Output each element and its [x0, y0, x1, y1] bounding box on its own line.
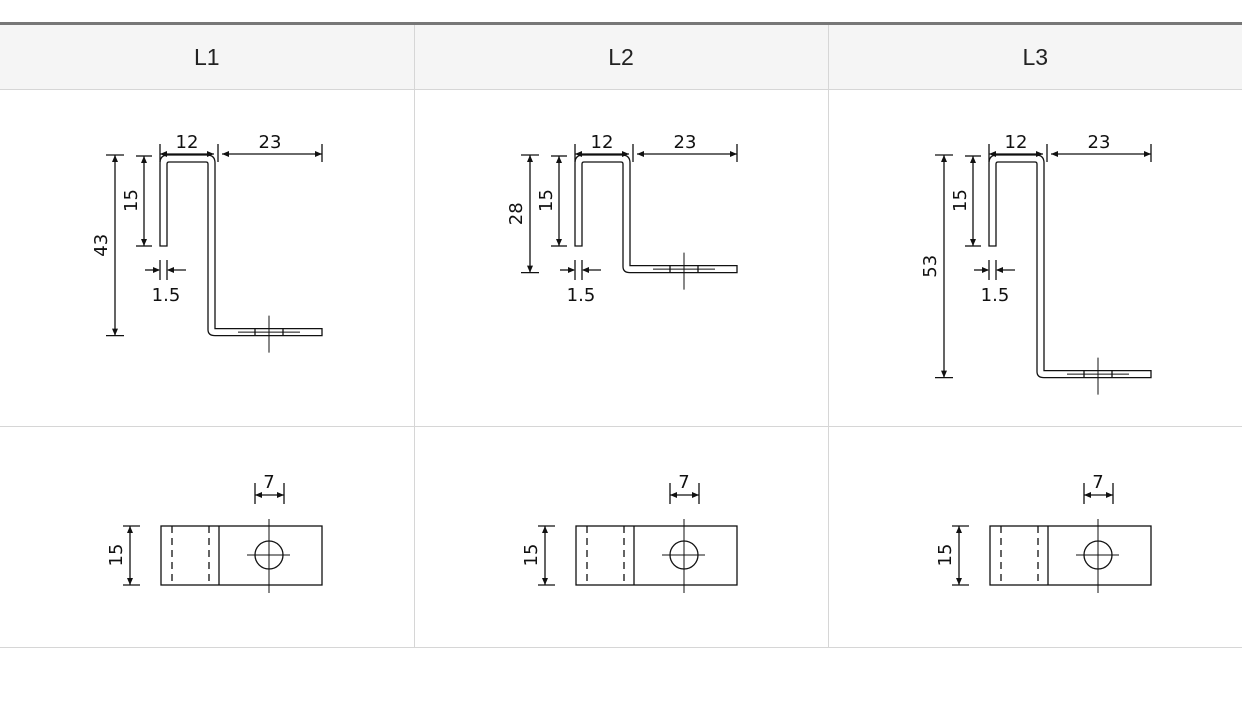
dim-thickness: 1.5: [152, 285, 181, 306]
side-view-diagram-l1: 12 23 15 43 1.5: [91, 132, 323, 353]
arrow: [940, 370, 947, 378]
dim-top-left: 12: [1004, 132, 1027, 153]
header-l1: L1: [0, 25, 414, 90]
arrow: [581, 267, 589, 273]
arrow: [555, 239, 562, 246]
header-l2: L2: [413, 25, 828, 90]
dim-top-right: 23: [673, 132, 696, 153]
dim-thickness: 1.5: [980, 285, 1009, 306]
top-view-diagram-l1: 7 15: [106, 472, 323, 593]
arrow: [621, 151, 629, 157]
header-row: L1 L2 L3: [0, 25, 1242, 90]
dim-top-left: 12: [590, 132, 613, 153]
top-cell-l1: 7 15: [0, 426, 414, 648]
arrow: [729, 151, 737, 157]
dim-total-height: 28: [506, 202, 527, 225]
arrow: [1143, 151, 1151, 157]
arrow: [955, 526, 962, 533]
dim-thickness: 1.5: [566, 285, 595, 306]
top-view-diagram-l3: 7 15: [935, 472, 1152, 593]
arrow: [112, 328, 118, 336]
arrow: [1035, 151, 1043, 157]
arrow: [541, 526, 548, 533]
arrow: [955, 578, 962, 585]
flange-outline: [988, 525, 1152, 586]
dim-top-left: 12: [176, 132, 199, 153]
flange-outline: [160, 525, 323, 586]
top-view-row: 7 15 7 15 7 15: [0, 426, 1242, 648]
dim-inner-height: 15: [950, 189, 971, 212]
flange-outline: [574, 525, 738, 586]
side-view-diagram-l3: 12 23 15 53 1.5: [920, 132, 1152, 395]
arrow: [995, 267, 1003, 273]
arrow: [141, 239, 147, 246]
side-view-row: 12 23 15 43 1.5 12 23 15 28 1.5 12 23: [0, 89, 1242, 427]
side-view-diagram-l2: 12 23 15 28 1.5: [506, 132, 738, 306]
arrow: [567, 267, 575, 273]
arrow: [988, 151, 996, 157]
arrow: [969, 156, 976, 163]
side-cell-l2: 12 23 15 28 1.5: [413, 89, 828, 427]
dim-width: 15: [521, 544, 542, 567]
arrow: [141, 156, 147, 163]
arrow: [981, 267, 989, 273]
arrow: [167, 267, 174, 273]
arrow: [153, 267, 160, 273]
bracket-profile: [987, 154, 1152, 379]
arrow: [574, 151, 582, 157]
arrow: [669, 492, 677, 498]
top-cell-l2: 7 15: [413, 426, 828, 648]
arrow: [255, 492, 262, 498]
arrow: [940, 155, 947, 162]
dim-hole: 7: [678, 472, 689, 493]
dim-width: 15: [106, 544, 127, 567]
arrow: [1050, 151, 1058, 157]
arrow: [112, 155, 118, 162]
dim-hole: 7: [263, 472, 274, 493]
arrow: [1083, 492, 1091, 498]
arrow: [1105, 492, 1113, 498]
dim-width: 15: [935, 544, 956, 567]
arrow: [969, 239, 976, 246]
dim-inner-height: 15: [536, 189, 557, 212]
bracket-profile: [159, 154, 323, 337]
arrow: [160, 151, 167, 157]
arrow: [127, 526, 133, 533]
arrow: [277, 492, 284, 498]
arrow: [541, 578, 548, 585]
dim-hole: 7: [1092, 472, 1103, 493]
dim-total-height: 53: [920, 255, 941, 278]
dim-total-height: 43: [91, 234, 112, 257]
arrow: [526, 265, 533, 273]
side-cell-l1: 12 23 15 43 1.5: [0, 89, 414, 427]
arrow: [526, 155, 533, 162]
arrow: [315, 151, 322, 157]
dim-top-right: 23: [259, 132, 282, 153]
arrow: [636, 151, 644, 157]
arrow: [127, 578, 133, 585]
dim-top-right: 23: [1087, 132, 1110, 153]
arrow: [555, 156, 562, 163]
top-cell-l3: 7 15: [827, 426, 1242, 648]
arrow: [222, 151, 229, 157]
header-l3: L3: [827, 25, 1242, 90]
arrow: [207, 151, 214, 157]
bracket-spec-table: L1 L2 L3 12 23 15 43 1.5 12 23 15 28 1.5: [0, 25, 1242, 648]
bracket-profile: [573, 154, 738, 274]
side-cell-l3: 12 23 15 53 1.5: [827, 89, 1242, 427]
top-view-diagram-l2: 7 15: [521, 472, 738, 593]
top-rule: [0, 22, 1242, 25]
dim-inner-height: 15: [121, 189, 142, 212]
arrow: [691, 492, 699, 498]
